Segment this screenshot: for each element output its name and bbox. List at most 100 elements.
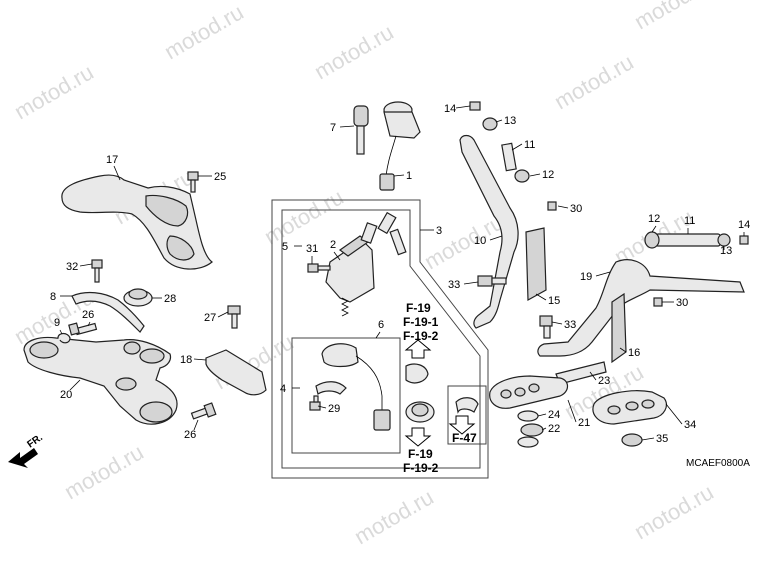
part-33-bolt-lower: [539, 315, 553, 339]
leader-line-12a: [529, 173, 541, 177]
callout-14a: 14: [444, 103, 456, 115]
callout-14b: 14: [738, 219, 750, 231]
front-direction-arrow: FR.: [8, 432, 45, 468]
callout-13b: 13: [720, 245, 732, 257]
leader-line-18: [193, 358, 207, 361]
part-30-bolt-upper: [547, 201, 557, 211]
part-12-end-cap-upper: [514, 169, 530, 183]
ref-f19-2-upper: F-19-2: [403, 329, 439, 343]
leader-line-9: [59, 329, 63, 335]
leader-line-12b: [651, 225, 657, 233]
leader-line-17: [113, 165, 121, 181]
part-32-bolt: [91, 259, 103, 283]
part-26-bolt-upper: [68, 322, 98, 336]
part-13-bolt: [482, 117, 498, 131]
callout-1: 1: [406, 170, 412, 182]
callout-19: 19: [580, 271, 592, 283]
part-34-fob-transmitter: [592, 390, 667, 425]
callout-30a: 30: [570, 203, 582, 215]
part-11-weight-lower: [655, 233, 721, 247]
callout-30b: 30: [676, 297, 688, 309]
leader-line-15: [535, 293, 547, 301]
watermark: motod.ru: [310, 19, 398, 84]
callout-22: 22: [548, 423, 560, 435]
part-11-weight-upper: [501, 142, 517, 172]
watermark: motod.ru: [630, 479, 718, 544]
callout-2: 2: [330, 239, 336, 251]
callout-15: 15: [548, 295, 560, 307]
leader-line-33a: [463, 281, 479, 285]
leader-line-33b: [551, 321, 563, 325]
part-27-bolt: [227, 305, 241, 329]
ref-f19-lower: F-19: [408, 447, 433, 461]
leader-line-2: [333, 251, 341, 261]
ref-arrow-up: [404, 339, 432, 359]
callout-11b: 11: [684, 215, 695, 227]
part-17-top-cover: [61, 174, 213, 270]
watermark: motod.ru: [160, 0, 248, 64]
leader-line-35: [641, 437, 655, 441]
leader-line-22: [541, 427, 547, 431]
front-label: FR.: [25, 432, 45, 450]
leader-lines: [59, 105, 745, 441]
part-14-screw-top: [469, 101, 481, 111]
leader-line-11a: [511, 143, 523, 151]
leader-line-30a: [557, 205, 569, 209]
callout-18: 18: [180, 354, 192, 366]
leader-line-32: [79, 263, 93, 267]
callout-23: 23: [598, 375, 610, 387]
part-22-battery: [517, 423, 544, 448]
ref-f47: F-47: [452, 431, 477, 445]
watermark: motod.ru: [420, 209, 508, 274]
ref-arrow-down-right: [448, 415, 476, 435]
callout-33a: 33: [448, 279, 460, 291]
watermark: motod.ru: [60, 439, 148, 504]
callout-33b: 33: [564, 319, 576, 331]
callout-20: 20: [60, 389, 72, 401]
leader-line-1: [393, 174, 405, 177]
leader-line-7: [339, 125, 355, 128]
callout-31: 31: [306, 243, 318, 255]
part-19-handlebar-left: [537, 259, 745, 364]
leader-line-13a: [495, 119, 503, 123]
watermark: motod.ru: [10, 59, 98, 124]
leader-line-16: [619, 347, 627, 353]
ref-f19-2-lower: F-19-2: [403, 461, 439, 475]
part-21-fob-case: [489, 375, 569, 409]
assembly-3-box: [271, 199, 489, 479]
assembly-5-box: [281, 209, 481, 469]
leader-line-6: [375, 331, 381, 339]
callout-3: 3: [436, 225, 442, 237]
part-18-bracket: [205, 349, 267, 396]
part-8-clamp: [71, 291, 145, 333]
leader-line-34: [665, 403, 683, 425]
callout-27: 27: [204, 312, 216, 324]
callout-16: 16: [628, 347, 640, 359]
ref-arrow-down-left: [404, 427, 432, 447]
callout-12b: 12: [648, 213, 660, 225]
assembly-6-box: [291, 337, 401, 454]
cylinder-cover: [405, 401, 435, 423]
leader-line-19: [595, 271, 611, 277]
part-30-bolt-lower: [653, 297, 663, 307]
callout-12a: 12: [542, 169, 554, 181]
part-35-battery: [621, 433, 643, 447]
callout-10: 10: [474, 235, 486, 247]
ref-f19-1: F-19-1: [403, 315, 439, 329]
callout-28: 28: [164, 293, 176, 305]
callout-4: 4: [280, 383, 286, 395]
callout-8: 8: [50, 291, 56, 303]
part-9-clip: [57, 332, 71, 344]
callout-34: 34: [684, 419, 696, 431]
callout-11a: 11: [524, 139, 535, 151]
leader-line-10: [489, 235, 503, 241]
watermark: motod.ru: [550, 49, 638, 114]
callout-21: 21: [578, 417, 590, 429]
leader-line-20: [69, 379, 81, 391]
callout-32: 32: [66, 261, 78, 273]
callout-5: 5: [282, 241, 288, 253]
callout-13a: 13: [504, 115, 516, 127]
